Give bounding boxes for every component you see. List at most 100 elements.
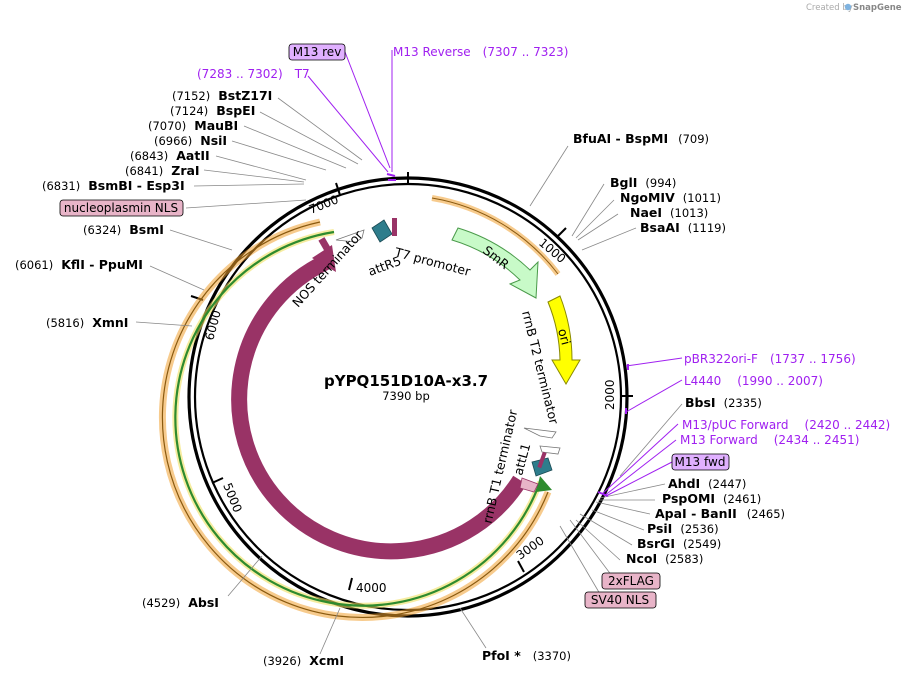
outer-feature-tracks <box>158 195 561 621</box>
credit-prefix: Created by <box>806 3 853 13</box>
leader-ngomiv <box>575 199 615 239</box>
m13-rev-label: M13 rev <box>293 45 342 59</box>
site-maubi: (7070)MauBI <box>148 118 238 133</box>
site-nsii: (6966)NsiI <box>154 133 227 148</box>
leader-bsaai <box>581 227 637 251</box>
ruler-tick-3000 <box>517 560 525 573</box>
site-psii: PsiI(2536) <box>647 521 719 536</box>
t7-promoter-label: T7 promoter <box>392 244 473 279</box>
primer-m13-puc-forward: M13/pUC Forward(2420 .. 2442) <box>682 418 890 432</box>
leader-kfli <box>149 265 205 291</box>
site-naei: NaeI(1013) <box>630 205 708 220</box>
flag-label: 2xFLAG <box>608 574 654 588</box>
leader-aatii <box>215 155 307 181</box>
m13-rev-box <box>288 43 346 61</box>
sv40-nls-box <box>584 591 657 609</box>
credit-brand: SnapGene <box>853 3 902 13</box>
ori-arrow <box>547 295 581 385</box>
site-bstz17i: (7152)BstZ17I <box>172 88 272 103</box>
box-leader-lines <box>559 519 613 595</box>
leader-apai <box>595 501 651 515</box>
leader-maubi <box>243 125 347 169</box>
leader-l4440 <box>625 379 683 413</box>
site-xcmi: (3926)XcmI <box>263 653 344 668</box>
leader-ahdi <box>599 483 666 499</box>
orange-arc-main-core <box>161 221 549 619</box>
ruler <box>190 172 633 591</box>
leader-pfoi <box>459 607 487 649</box>
leader-ncoi <box>575 519 621 561</box>
ruler-label-4000: 4000 <box>356 581 387 595</box>
restriction-leader-lines <box>135 97 683 655</box>
leader-m13-rev-box <box>344 51 391 169</box>
site-bsaai: BsaAI(1119) <box>640 220 726 235</box>
leader-bspei <box>259 111 359 165</box>
leader-naei <box>577 213 619 241</box>
leader-psii <box>591 509 645 531</box>
site-bsmbi: (6831)BsmBI - Esp3I <box>42 178 185 193</box>
site-bfuai: BfuAI - BspMI(709) <box>573 131 709 146</box>
site-bbsi: BbsI(2335) <box>685 395 762 410</box>
snapgene-logo-icon <box>844 3 852 11</box>
ruler-label-7000: 7000 <box>307 192 341 216</box>
site-pspomi: PspOMI(2461) <box>662 491 761 506</box>
ruler-tick-7000 <box>335 182 341 196</box>
leader-bsmi <box>169 229 233 251</box>
leader-bstz17i <box>277 97 363 161</box>
leader-m13-puc-forward <box>601 423 679 495</box>
snapgene-credit: Created by SnapGene <box>806 3 902 13</box>
site-ncoi: NcoI(2583) <box>626 551 703 566</box>
site-bsrgi: BsrGI(2549) <box>637 536 721 551</box>
leader-bbsi <box>619 403 683 477</box>
smr-arrow <box>451 227 539 299</box>
nucleoplasmin-nls-box <box>59 199 184 217</box>
primer-pbr322ori-f: pBR322ori-F(1737 .. 1756) <box>684 352 856 366</box>
site-zrai: (6841)ZraI <box>125 163 200 178</box>
leader-m13-fwd-box <box>605 461 673 497</box>
leader-m13-forward <box>603 439 677 497</box>
site-ahdi: AhdI(2447) <box>668 476 746 491</box>
xcas9-arc <box>231 254 527 560</box>
sv40-nls-label: SV40 NLS <box>591 593 649 607</box>
rrnb-t1-terminator-arrow <box>539 445 561 455</box>
site-bsmi: (6324)BsmI <box>83 222 164 237</box>
attl1-label: attL1 <box>510 442 533 477</box>
leader-absi <box>227 555 263 597</box>
site-aatii: (6843)AatII <box>130 148 210 163</box>
site-bspei: (7124)BspEI <box>170 103 255 118</box>
primer-l4440: L4440(1990 .. 2007) <box>684 374 823 388</box>
ruler-tick-4000 <box>348 577 353 591</box>
leader-bgli <box>571 183 605 237</box>
site-bgli: BglI(994) <box>610 175 676 190</box>
primer-leader-lines <box>307 50 683 497</box>
leader-pbr322ori-f <box>625 357 683 367</box>
leader-t7 <box>307 75 389 173</box>
attr5-block <box>371 219 393 243</box>
ruler-label-5000: 5000 <box>220 481 244 515</box>
ruler-label-2000: 2000 <box>603 379 617 410</box>
ruler-tick-1000 <box>557 227 567 237</box>
boxed-labels: M13 rev M13 fwd nucleoplasmin NLS 2xFLAG… <box>59 43 730 609</box>
leader-bfuai <box>529 145 569 207</box>
ori-label: ori <box>555 327 574 347</box>
m13-fwd-label: M13 fwd <box>675 455 726 469</box>
green-arc-arrowhead <box>536 476 552 492</box>
site-ngomiv: NgoMIV(1011) <box>620 190 721 205</box>
leader-sv40-nls <box>559 525 601 595</box>
leader-zrai <box>203 169 305 183</box>
primer-t7: (7283 .. 7302)T7 <box>197 67 310 81</box>
primer-m13-forward: M13 Forward(2434 .. 2451) <box>680 433 859 447</box>
leader-bsrgi <box>579 513 633 546</box>
leader-xcmi <box>319 607 341 655</box>
rrnb-t2-terminator-arrow <box>523 427 557 439</box>
leader-xmni <box>135 321 193 327</box>
plasmid-name: pYPQ151D10A-x3.7 <box>324 372 488 390</box>
t7-promoter-marker <box>392 218 397 236</box>
primer-labels: M13 Reverse(7307 .. 7323) (7283 .. 7302)… <box>197 45 890 447</box>
primer-mark-m13-fwd <box>597 491 609 497</box>
primer-mark-m13-rev <box>386 173 396 177</box>
nos-terminator-block <box>318 237 333 255</box>
flag-box <box>601 572 661 590</box>
green-arc <box>174 230 542 607</box>
